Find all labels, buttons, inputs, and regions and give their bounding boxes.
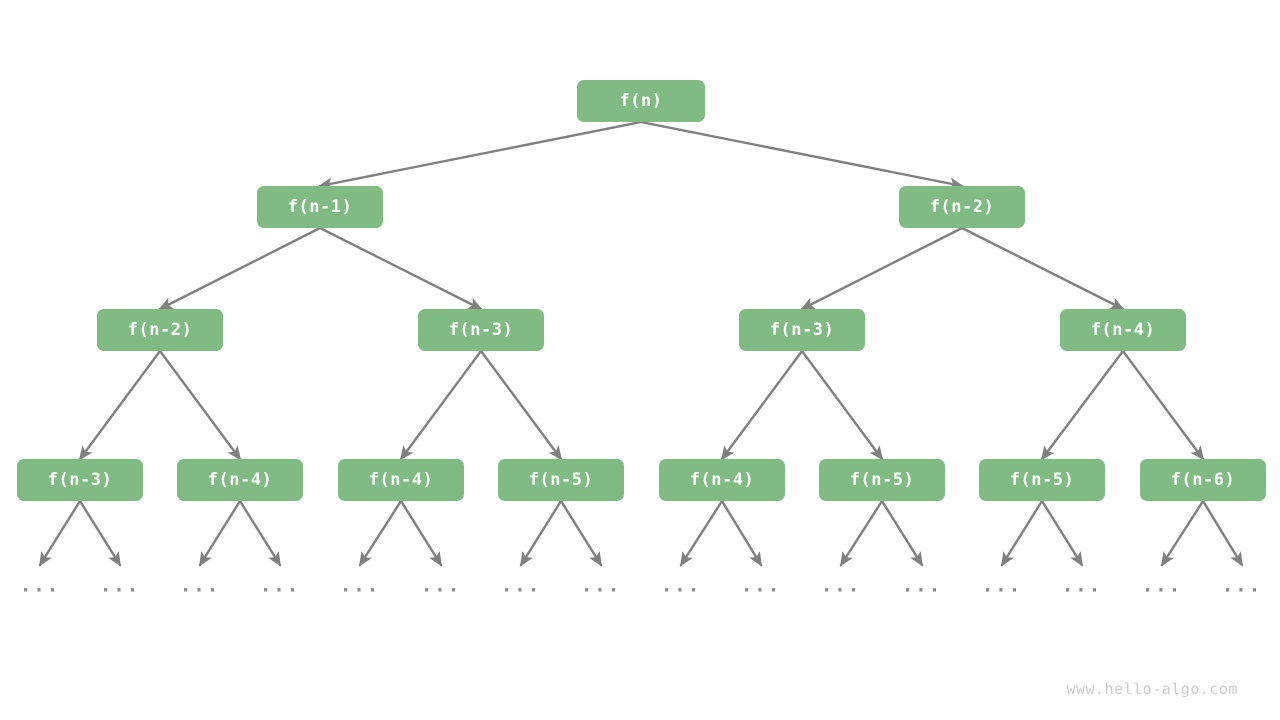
leaf-ellipsis: ... [901, 574, 943, 597]
tree-edge [720, 499, 763, 567]
tree-node-level-2[interactable]: f(n-3) [418, 309, 544, 351]
tree-edge [960, 226, 1125, 311]
tree-edge [198, 499, 242, 567]
tree-edge [800, 226, 964, 311]
tree-edge [800, 349, 884, 461]
tree-node-label: f(n-6) [1170, 470, 1236, 490]
tree-node-label: f(n) [619, 91, 663, 111]
leaf-ellipsis: ... [500, 574, 542, 597]
watermark-label: www.hello-algo.com [1066, 680, 1238, 698]
tree-edge [1040, 499, 1084, 567]
leaf-ellipsis: ... [1221, 574, 1263, 597]
tree-node-label: f(n-4) [689, 470, 755, 490]
leaf-ellipsis: ... [259, 574, 301, 597]
tree-node-label: f(n-1) [287, 197, 353, 217]
tree-edge [318, 226, 483, 311]
tree-edge [1160, 499, 1205, 567]
leaf-ellipsis: ... [1141, 574, 1183, 597]
tree-node-level-1[interactable]: f(n-2) [899, 186, 1025, 228]
leaf-ellipsis: ... [1061, 574, 1103, 597]
tree-node-level-2[interactable]: f(n-4) [1060, 309, 1186, 351]
tree-node-level-3[interactable]: f(n-6) [1140, 459, 1266, 501]
tree-node-label: f(n-5) [1009, 470, 1075, 490]
tree-edge [78, 349, 162, 461]
tree-edge [399, 499, 443, 567]
tree-edge [158, 349, 242, 461]
tree-edge [679, 499, 724, 567]
leaf-ellipsis: ... [981, 574, 1023, 597]
tree-node-label: f(n-4) [368, 470, 434, 490]
tree-node-level-3[interactable]: f(n-4) [659, 459, 785, 501]
tree-edge [78, 499, 122, 567]
tree-edge [158, 226, 322, 311]
tree-node-level-3[interactable]: f(n-4) [338, 459, 464, 501]
leaf-ellipsis: ... [420, 574, 462, 597]
tree-node-label: f(n-2) [929, 197, 995, 217]
tree-edge [639, 120, 964, 190]
tree-node-level-3[interactable]: f(n-3) [17, 459, 143, 501]
leaf-ellipsis: ... [179, 574, 221, 597]
tree-edge [1040, 349, 1125, 461]
tree-node-label: f(n-2) [127, 320, 193, 340]
tree-node-label: f(n-3) [47, 470, 113, 490]
tree-edge [318, 120, 643, 190]
tree-node-level-2[interactable]: f(n-2) [97, 309, 223, 351]
tree-node-label: f(n-5) [528, 470, 594, 490]
tree-node-label: f(n-4) [207, 470, 273, 490]
tree-node-level-1[interactable]: f(n-1) [257, 186, 383, 228]
leaf-ellipsis: ... [660, 574, 702, 597]
leaf-ellipsis: ... [339, 574, 381, 597]
edge-group [38, 120, 1244, 567]
tree-edge [720, 349, 804, 461]
tree-edge [399, 349, 483, 461]
tree-edge [1000, 499, 1044, 567]
tree-edge [880, 499, 924, 567]
tree-node-label: f(n-5) [849, 470, 915, 490]
leaf-ellipsis: ... [99, 574, 141, 597]
leaf-ellipsis: ... [740, 574, 782, 597]
tree-node-level-3[interactable]: f(n-5) [498, 459, 624, 501]
tree-edge [38, 499, 82, 567]
leaf-ellipsis: ... [580, 574, 622, 597]
tree-edge [1201, 499, 1244, 567]
tree-edge [238, 499, 282, 567]
tree-node-label: f(n-3) [769, 320, 835, 340]
tree-edge [839, 499, 884, 567]
tree-node-level-3[interactable]: f(n-5) [819, 459, 945, 501]
leaf-ellipsis: ... [820, 574, 862, 597]
tree-edge [559, 499, 603, 567]
tree-node-level-3[interactable]: f(n-4) [177, 459, 303, 501]
tree-edge [519, 499, 563, 567]
tree-node-level-3[interactable]: f(n-5) [979, 459, 1105, 501]
leaf-ellipsis: ... [19, 574, 61, 597]
tree-node-label: f(n-4) [1090, 320, 1156, 340]
tree-node-level-2[interactable]: f(n-3) [739, 309, 865, 351]
tree-node-level-0[interactable]: f(n) [577, 80, 705, 122]
tree-node-label: f(n-3) [448, 320, 514, 340]
tree-edge [1121, 349, 1205, 461]
tree-edge [358, 499, 403, 567]
tree-edge [479, 349, 563, 461]
